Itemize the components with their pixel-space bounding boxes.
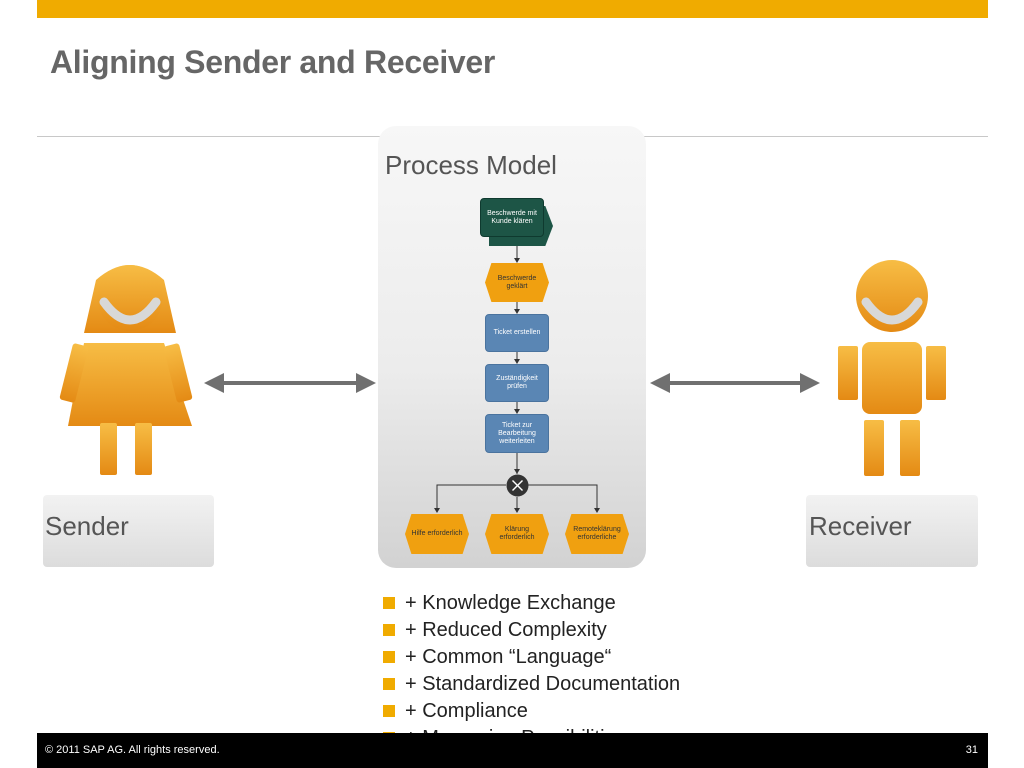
task-create-ticket[interactable]: Ticket erstellen <box>485 314 549 352</box>
benefit-item: + Common “Language“ <box>382 644 680 671</box>
male-person-icon <box>838 260 946 476</box>
benefit-item: + Standardized Documentation <box>382 671 680 698</box>
xor-gateway-icon[interactable] <box>506 474 529 497</box>
top-accent-bar <box>37 0 988 18</box>
task-forward-ticket[interactable]: Ticket zur Bearbeitung weiterleiten <box>485 414 549 453</box>
copyright-text: © 2011 SAP AG. All rights reserved. <box>45 744 220 756</box>
benefit-item: + Reduced Complexity <box>382 617 680 644</box>
slide-title: Aligning Sender and Receiver <box>50 44 496 80</box>
event-clarification-required[interactable]: Klärung erforderlich <box>485 514 549 554</box>
process-model-title: Process Model <box>385 150 557 180</box>
footer-bar: © 2011 SAP AG. All rights reserved. 31 <box>37 733 988 768</box>
sender-label-box: Sender <box>43 495 214 567</box>
double-arrow-icon <box>650 373 820 393</box>
event-help-required[interactable]: Hilfe erforderlich <box>405 514 469 554</box>
benefit-item: + Compliance <box>382 698 680 725</box>
task-check-responsibility[interactable]: Zuständigkeit prüfen <box>485 364 549 402</box>
page-number: 31 <box>965 744 978 756</box>
receiver-label: Receiver <box>809 511 912 541</box>
benefit-item: + Knowledge Exchange <box>382 590 680 617</box>
event-remote-clarification[interactable]: Remoteklärung erforderliche <box>565 514 629 554</box>
receiver-label-box: Receiver <box>806 495 978 567</box>
double-arrow-icon <box>204 373 376 393</box>
event-resolved[interactable]: Beschwerde geklärt <box>485 263 549 302</box>
start-node[interactable]: Beschwerde mit Kunde klären <box>480 198 544 237</box>
sender-label: Sender <box>45 511 129 541</box>
benefits-list: + Knowledge Exchange + Reduced Complexit… <box>382 590 680 752</box>
female-person-icon <box>59 265 193 475</box>
